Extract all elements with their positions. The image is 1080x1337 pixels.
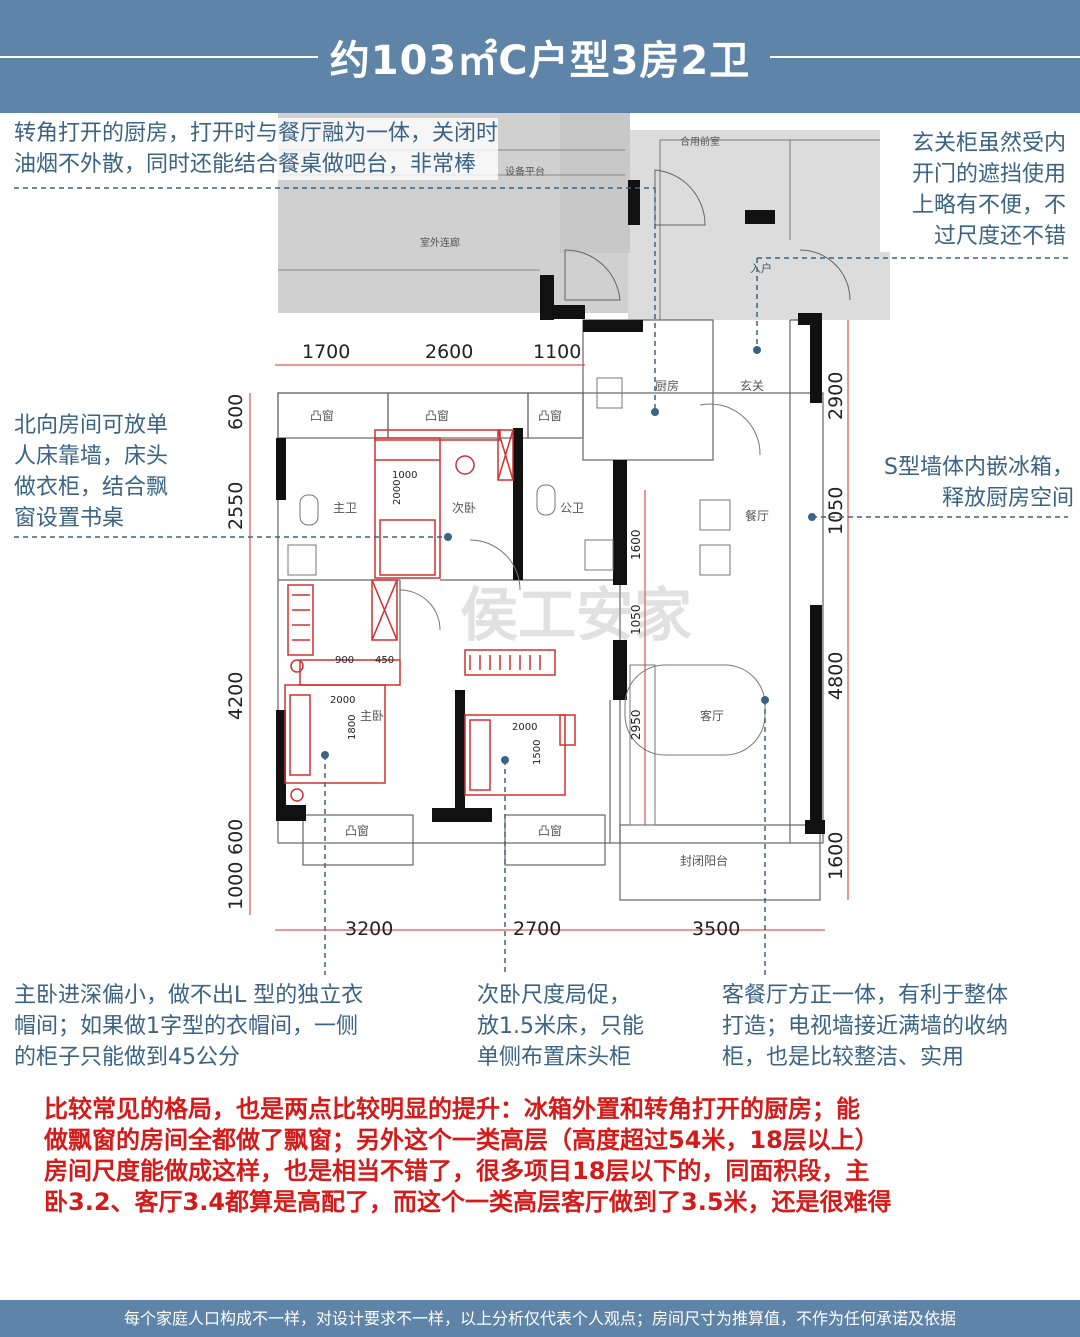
inner-dims: 1600 1050 2950 [629,529,643,740]
foyer-label: 玄关 [740,378,764,393]
summary-text: 比较常见的格局，也是两点比较明显的提升：冰箱外置和转角打开的厨房；能 做飘窗的房… [44,1094,1044,1218]
entry-label: 入户 [750,261,772,275]
dim-inner-2: 1050 [629,604,643,635]
note-kitchen: 转角打开的厨房，打开时与餐厅融为一体，关闭时 油烟不外散，同时还能结合餐桌做吧台… [14,118,499,180]
note-north-room: 北向房间可放单 人床靠墙，床头 做衣柜，结合飘 窗设置书桌 [14,410,168,534]
note-living: 客餐厅方正一体，有利于整体 打造；电视墙接近满墙的收纳 柜，也是比较整洁、实用 [722,980,1008,1073]
dim-bed-width: 1000 [392,470,417,481]
structural-walls [276,180,825,834]
leader-dots [321,346,816,764]
dim-top-1: 1700 [302,341,350,363]
banner-rule-right [770,56,1080,58]
dim-right-3: 4800 [825,652,847,700]
balcony-label: 封闭阳台 [680,853,728,868]
note-north-line-4: 窗设置书桌 [14,506,125,531]
summary-line-4: 卧3.2、客厅3.4都算是高配了，而这个一类高层客厅做到了3.5米，还是很难得 [44,1188,892,1216]
page-title: 约103㎡C户型3房2卫 [329,38,751,84]
room-labels: 凸窗 凸窗 凸窗 凸窗 凸窗 主卫 公卫 次卧 厨房 玄关 餐厅 客厅 主卧 封… [310,378,769,868]
summary-line-3: 房间尺度能做成这样，也是相当不错了，很多项目18层以下的，同面积段，主 [44,1157,870,1185]
master-bath-label: 主卫 [333,501,357,515]
note-fridge: S型墙体内嵌冰箱， 释放厨房空间 [862,452,1074,514]
note-foyer: 玄关柜虽然受内 开门的遮挡使用 上略有不便，不 过尺度还不错 [880,128,1066,252]
watermark: 侯工安家 [460,581,692,649]
dim-wardrobe-depth: 450 [375,655,394,666]
note-master-line-1: 主卧进深偏小，做不出L 型的独立衣 [14,983,364,1008]
note-kitchen-line-1: 转角打开的厨房，打开时与餐厅融为一体，关闭时 [14,121,499,146]
title-banner: 约103㎡C户型3房2卫 [0,0,1080,113]
dimension-labels: 1700 2600 1100 3200 2700 3500 600 2550 4… [225,341,847,940]
corridor-label: 室外连廊 [420,236,460,249]
bay-window-label-1: 凸窗 [310,409,334,423]
dim-left-2: 2550 [225,482,247,530]
dim-right-2: 1050 [825,487,847,535]
note-north-line-1: 北向房间可放单 [14,413,169,438]
bay-window-label-5: 凸窗 [538,824,562,838]
summary-line-2: 做飘窗的房间全都做了飘窗；另外这个一类高层（高度超过54米，18层以上） [44,1126,879,1154]
dim-left-5: 1000 [225,862,247,910]
leader-lines [14,187,1068,975]
stair-label: 合用前室 [680,135,720,148]
note-kitchen-line-2: 油烟不外散，同时还能结合餐桌做吧台，非常棒 [14,152,477,177]
note-fridge-line-1: S型墙体内嵌冰箱， [884,455,1074,480]
note-foyer-line-3: 上略有不便，不 [911,193,1066,218]
disclaimer-footer: 每个家庭人口构成不一样，对设计要求不一样，以上分析仅代表个人观点；房间尺寸为推算… [0,1300,1080,1337]
dim-inner-1: 1600 [629,529,643,560]
note-foyer-line-2: 开门的遮挡使用 [911,162,1066,187]
dim-right-1: 2900 [825,372,847,420]
dim-second-bed-width: 1500 [532,740,543,765]
living-label: 客厅 [700,708,724,723]
note-foyer-line-1: 玄关柜虽然受内 [911,131,1066,156]
dim-left-3: 4200 [225,672,247,720]
dining-label: 餐厅 [745,508,769,523]
note-second-line-3: 单侧布置床头柜 [477,1045,632,1070]
outdoor-area [278,113,890,320]
dim-left-4: 600 [225,819,247,855]
bay-window-label-2: 凸窗 [425,409,449,423]
dim-bottom-3: 3500 [692,918,740,940]
bay-window-label-4: 凸窗 [345,824,369,838]
platform-label: 设备平台 [505,165,545,178]
note-living-line-1: 客餐厅方正一体，有利于整体 [722,983,1009,1008]
furniture [284,429,576,802]
dim-top-3: 1100 [533,341,581,363]
dim-bottom-2: 2700 [513,918,561,940]
second-room-label: 次卧 [452,501,476,515]
dim-wardrobe-width: 900 [335,655,354,666]
note-master-line-2: 帽间；如果做1字型的衣帽间，一侧 [14,1014,358,1039]
banner-rule-left [0,56,318,58]
note-second-line-2: 放1.5米床，只能 [477,1014,644,1039]
note-north-line-2: 人床靠墙，床头 [14,444,169,469]
dim-master-bed-width: 1800 [347,715,358,740]
dim-inner-3: 2950 [629,709,643,740]
dimension-lines [249,320,849,931]
note-second: 次卧尺度局促， 放1.5米床，只能 单侧布置床头柜 [477,980,644,1073]
dim-left-1: 600 [225,394,247,430]
dim-master-bed-length: 2000 [330,695,355,706]
note-living-line-2: 打造；电视墙接近满墙的收纳 [722,1014,1009,1039]
summary-line-1: 比较常见的格局，也是两点比较明显的提升：冰箱外置和转角打开的厨房；能 [44,1095,860,1123]
fixtures [287,377,766,826]
master-label: 主卧 [360,709,384,723]
dim-top-2: 2600 [425,341,473,363]
note-second-line-1: 次卧尺度局促， [477,983,632,1008]
note-master: 主卧进深偏小，做不出L 型的独立衣 帽间；如果做1字型的衣帽间，一侧 的柜子只能… [14,980,363,1073]
furniture-dims: 1000 2000 900 450 2000 1800 2000 1500 [330,470,543,765]
note-fridge-line-2: 释放厨房空间 [941,486,1074,511]
dim-right-4: 1600 [825,832,847,880]
kitchen-label: 厨房 [655,378,679,393]
dim-bed-length: 2000 [392,480,403,505]
public-bath-label: 公卫 [560,501,584,515]
dim-bottom-1: 3200 [345,918,393,940]
dim-second-bed-length: 2000 [512,722,537,733]
note-master-line-3: 的柜子只能做到45公分 [14,1045,240,1070]
note-foyer-line-4: 过尺度还不错 [933,224,1066,249]
bay-window-label-3: 凸窗 [538,409,562,423]
note-living-line-3: 柜，也是比较整洁、实用 [722,1045,965,1070]
note-north-line-3: 做衣柜，结合飘 [14,475,169,500]
